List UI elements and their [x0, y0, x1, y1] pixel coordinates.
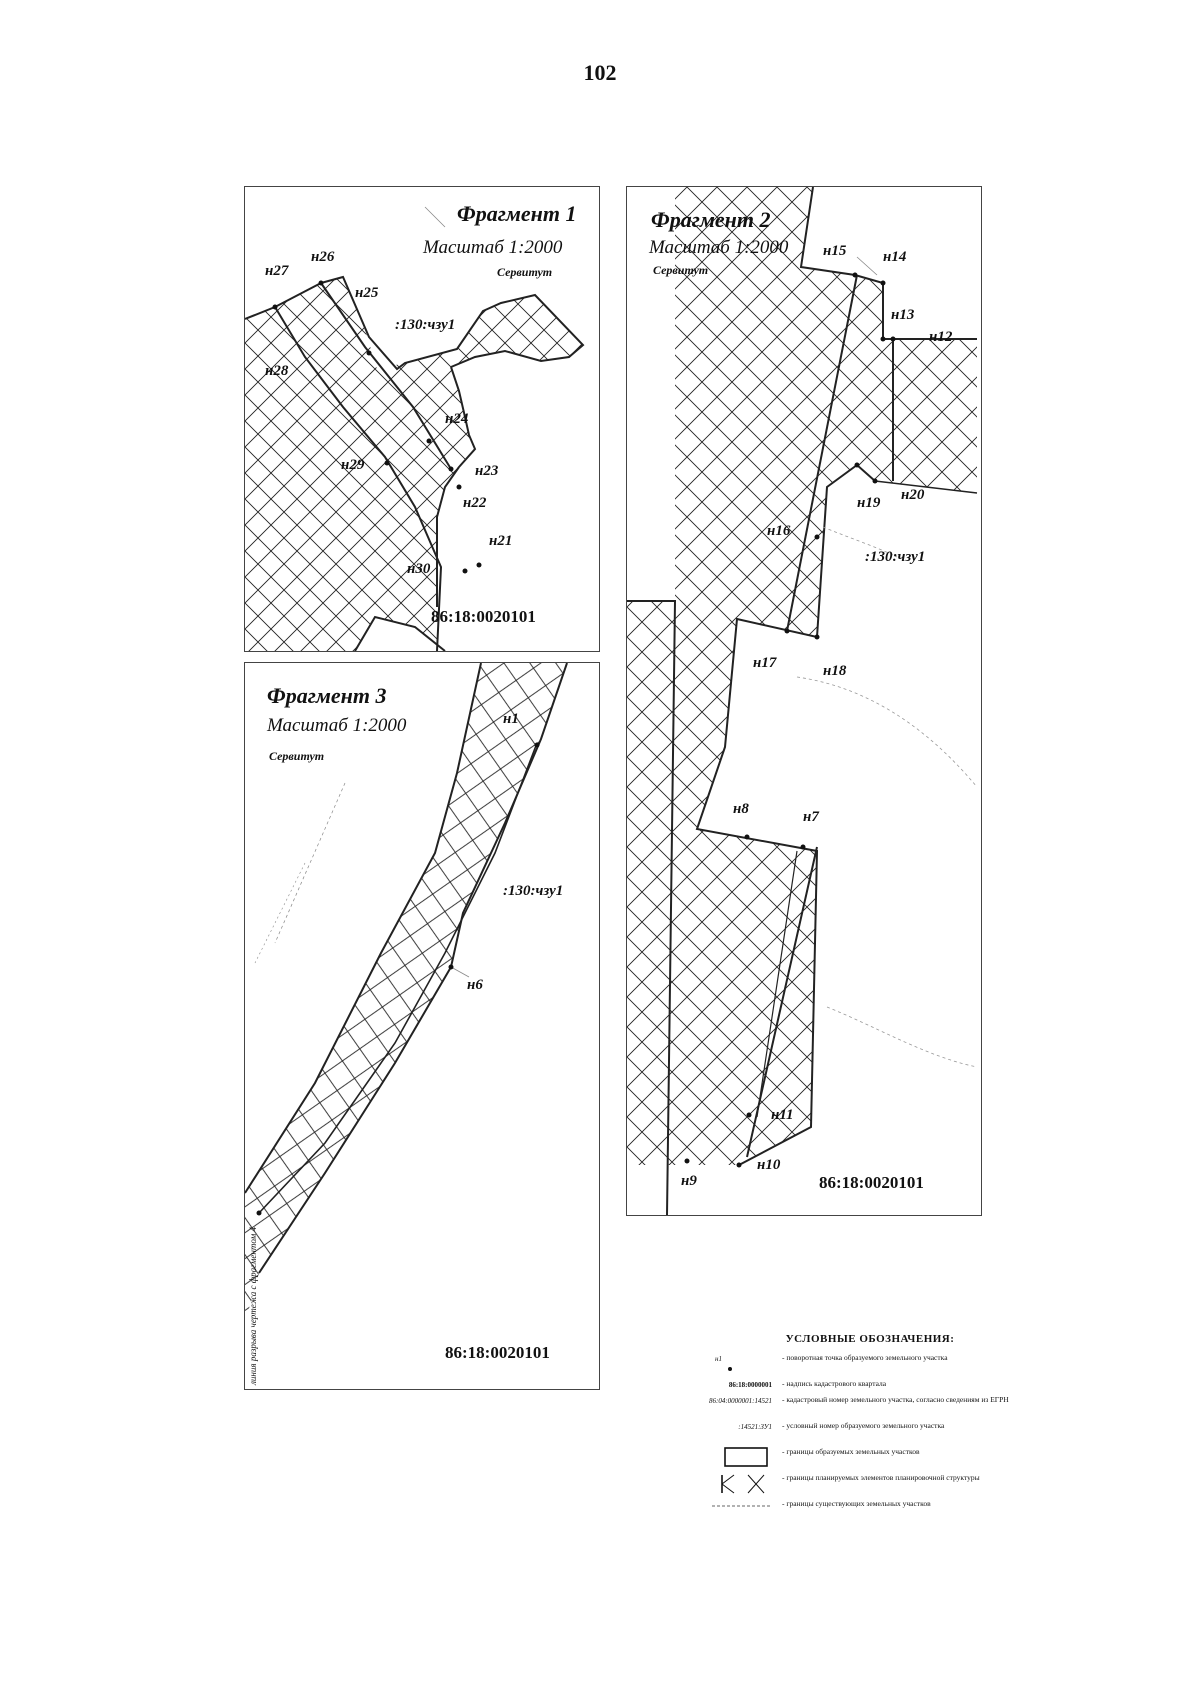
- legend: УСЛОВНЫЕ ОБОЗНАЧЕНИЯ: н1 - поворотная то…: [690, 1333, 1050, 1525]
- fragment-1: Фрагмент 1 Масштаб 1:2000 Сервитут н27 н…: [244, 186, 600, 652]
- cadastral-block-label: 86:18:0020101: [445, 1343, 550, 1362]
- fragment-1-scale: Масштаб 1:2000: [423, 237, 563, 258]
- point-label: н10: [757, 1157, 781, 1173]
- point-label: н7: [803, 809, 819, 825]
- fragment-3-scale: Масштаб 1:2000: [267, 715, 407, 736]
- point-label: н11: [771, 1107, 794, 1123]
- fragment-3-drawing: [245, 663, 568, 1323]
- legend-item-parcel-boundary: - границы образуемых земельных участков: [690, 1447, 1050, 1471]
- legend-item-planning-boundary: - границы планируемых элементов планиров…: [690, 1473, 1050, 1497]
- legend-text: - кадастровый номер земельного участка, …: [782, 1395, 1009, 1404]
- point-label: н25: [355, 285, 379, 301]
- point-label: н29: [341, 457, 365, 473]
- point-label: н28: [265, 363, 289, 379]
- point-label: н23: [475, 463, 499, 479]
- point-label: н14: [883, 249, 907, 265]
- point-label: н18: [823, 663, 847, 679]
- legend-item-cadastral-number: 86:04:0000001:14521 - кадастровый номер …: [690, 1395, 1050, 1419]
- fragment-3-servitut: Сервитут: [269, 749, 325, 763]
- fragment-1-servitut: Сервитут: [497, 265, 553, 279]
- legend-title: УСЛОВНЫЕ ОБОЗНАЧЕНИЯ:: [785, 1333, 955, 1345]
- point-label: н19: [857, 495, 881, 511]
- point-label: н8: [733, 801, 749, 817]
- point-label: н22: [463, 495, 487, 511]
- legend-text: - границы планируемых элементов планиров…: [782, 1473, 980, 1482]
- fragment-2-scale: Масштаб 1:2000: [649, 237, 789, 258]
- fragment-3: Фрагмент 3 Масштаб 1:2000 Сервитут н1 н6…: [244, 662, 600, 1390]
- page-number: 102: [583, 60, 617, 85]
- point-label: н27: [265, 263, 289, 279]
- point-label: н17: [753, 655, 777, 671]
- parcel-label: :130:чзу1: [395, 317, 456, 333]
- fragment-2-drawing: [627, 187, 978, 1215]
- side-note: линия разрыва чертежа с фрагментом 4: [248, 1227, 258, 1385]
- point-label: н30: [407, 561, 431, 577]
- legend-item-turn-point: н1 - поворотная точка образуемого земель…: [690, 1353, 1050, 1377]
- legend-item-existing-boundary: - границы существующих земельных участко…: [690, 1499, 1050, 1523]
- point-label: н1: [503, 711, 519, 727]
- legend-text: - границы существующих земельных участко…: [782, 1499, 931, 1508]
- point-label: н15: [823, 243, 847, 259]
- parcel-label: :130:чзу1: [503, 883, 564, 899]
- fragment-3-title: Фрагмент 3: [267, 683, 387, 708]
- legend-text: - надпись кадастрового квартала: [782, 1379, 887, 1388]
- point-label: н6: [467, 977, 483, 993]
- point-label: н24: [445, 411, 469, 427]
- legend-symbol: :14521:ЗУ1: [738, 1423, 772, 1431]
- legend-text: - условный номер образуемого земельного …: [782, 1421, 945, 1430]
- fragment-1-drawing: [245, 206, 585, 651]
- legend-symbol: 86:18:0000001: [728, 1381, 772, 1389]
- parcel-label: :130:чзу1: [865, 549, 926, 565]
- fragment-1-title: Фрагмент 1: [457, 201, 577, 226]
- legend-item-block-label: 86:18:0000001 - надпись кадастрового ква…: [690, 1379, 1050, 1393]
- legend-text: - поворотная точка образуемого земельног…: [782, 1353, 948, 1362]
- point-label: н13: [891, 307, 915, 323]
- dashed-line-icon: [712, 1505, 770, 1507]
- cadastral-block-label: 86:18:0020101: [431, 607, 536, 626]
- point-label: н12: [929, 329, 953, 345]
- point-label: н9: [681, 1173, 697, 1189]
- legend-symbol: 86:04:0000001:14521: [709, 1397, 772, 1405]
- point-label: н26: [311, 249, 335, 265]
- point-dot-icon: [728, 1367, 732, 1371]
- cadastral-block-label: 86:18:0020101: [819, 1173, 924, 1192]
- hatch-boundary-icon: [721, 1474, 765, 1494]
- point-label: н21: [489, 533, 513, 549]
- rectangle-icon: [724, 1447, 768, 1467]
- fragment-2: Фрагмент 2 Масштаб 1:2000 Сервитут н15 н…: [626, 186, 982, 1216]
- fragment-2-servitut: Сервитут: [653, 263, 709, 277]
- point-label: н16: [767, 523, 791, 539]
- point-label: н20: [901, 487, 925, 503]
- legend-symbol: н1: [715, 1355, 722, 1363]
- fragment-2-title: Фрагмент 2: [651, 207, 771, 232]
- legend-text: - границы образуемых земельных участков: [782, 1447, 920, 1456]
- legend-item-conditional-number: :14521:ЗУ1 - условный номер образуемого …: [690, 1421, 1050, 1445]
